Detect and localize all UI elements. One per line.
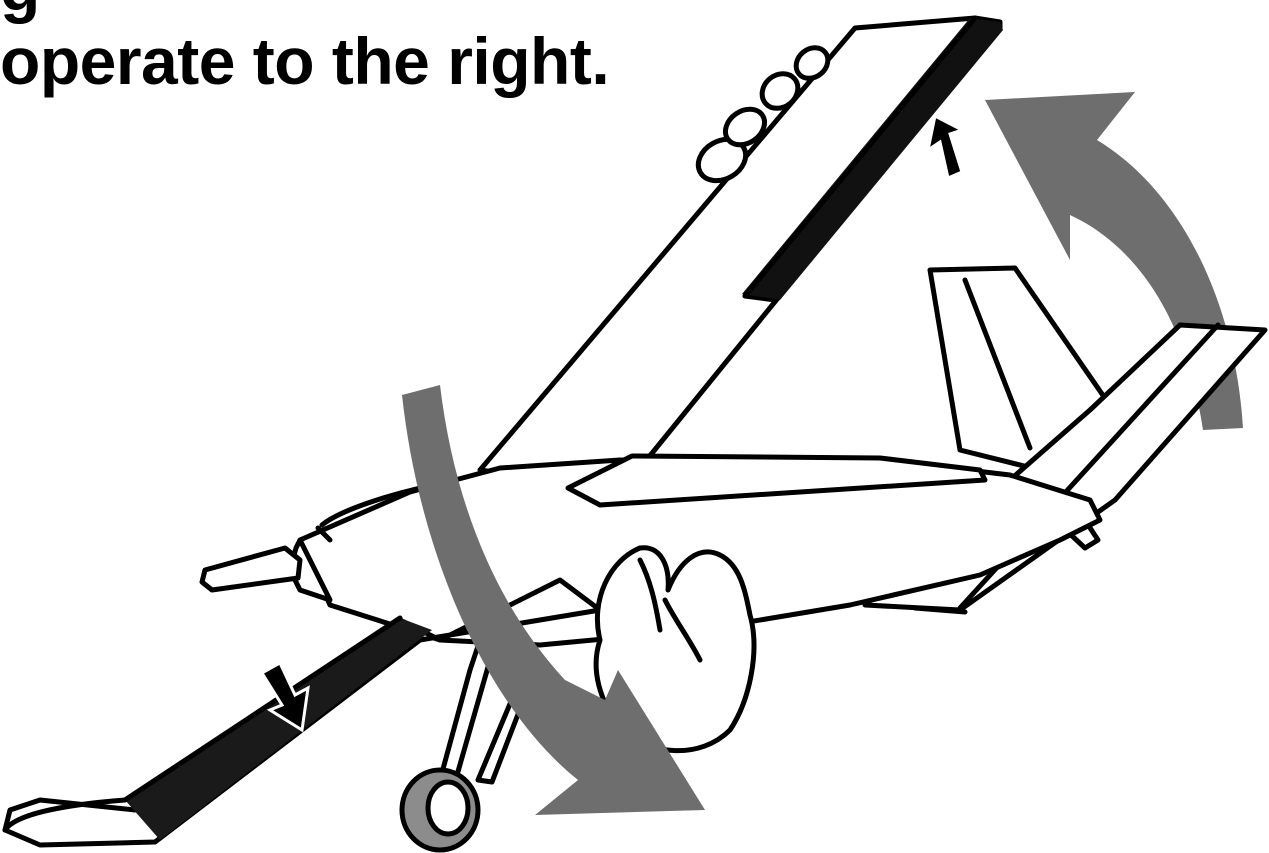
aileron-up-arrow-icon bbox=[928, 116, 962, 178]
upper-wing bbox=[480, 18, 1003, 482]
